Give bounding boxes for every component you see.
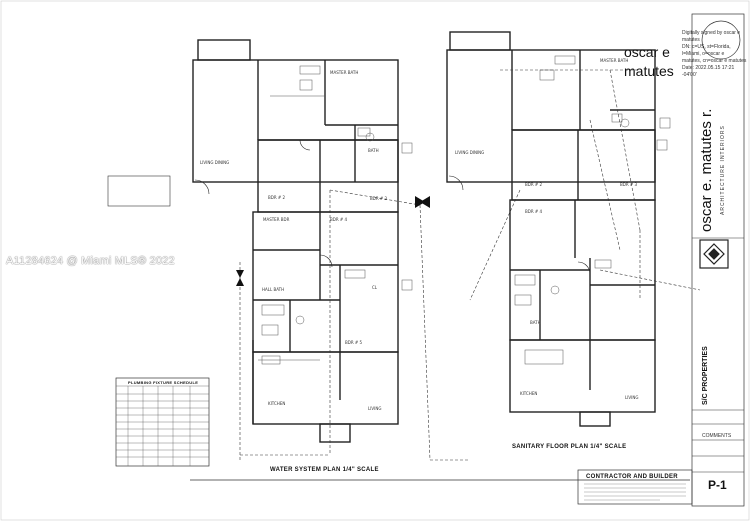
signature-line: Date: 2022.05.15 17:21 [682,65,735,71]
contractor-heading: CONTRACTOR AND BUILDER [586,474,678,480]
room-label: KITCHEN [268,401,286,406]
firm-logo [699,239,729,269]
schedule-title: PLUMBING FIXTURE SCHEDULE [128,380,199,385]
room-label: BDR # 2 [268,195,286,200]
signature-line: Digitally signed by oscar e [682,30,741,36]
sanitary-plan-title: SANITARY FLOOR PLAN 1/4" SCALE [512,444,627,450]
firm-name: oscar e. matutes r. [698,108,715,232]
room-label: LIVING [625,395,639,400]
room-label: BATH [368,148,379,153]
signature-line: matutes [682,37,700,43]
signature-line: matutes, cn=oscar e matutes [682,58,747,64]
room-label: BATH [530,320,541,325]
water-plan-title: WATER SYSTEM PLAN 1/4" SCALE [270,467,379,473]
room-label: KITCHEN [520,391,538,396]
room-label: BDR # 3 [620,182,638,187]
room-label: CL [372,285,378,290]
room-label: LIVING [368,406,382,411]
signature-line: -04'00' [682,72,697,78]
signature-name-line-1: oscar e [624,44,670,60]
right-floor-plan [446,31,656,427]
room-label: LIVING DINING [200,160,230,165]
room-label: HALL BATH [262,287,285,292]
comments-label: COMMENTS [702,433,732,439]
room-label: BDR # 4 [330,217,348,222]
room-label: MASTER BATH [600,58,629,63]
room-label: BDR # 2 [525,182,543,187]
left-floor-plan [192,39,399,443]
room-label: BDR # 4 [525,209,543,214]
signature-details: Digitally signed by oscar e matutes DN: … [682,30,746,79]
room-label: MASTER BATH [330,70,359,75]
room-label: BDR # 3 [370,196,388,201]
signature-name-line-2: matutes [624,63,674,79]
project-name: S/C PROPERTIES [702,346,709,405]
mls-watermark: A11284624 @ Miami MLS® 2022 [6,255,175,267]
firm-subtitle: ARCHITECTURE INTERIORS [720,125,726,215]
signature-line: DN: c=US, st=Florida, [682,44,731,50]
room-label: LIVING DINING [455,150,485,155]
signature-line: l=Miami, o=oscar e [682,51,725,57]
sheet-number: P-1 [708,478,727,492]
room-label: BDR # 5 [345,340,363,345]
room-label: MASTER BDR [263,217,290,222]
